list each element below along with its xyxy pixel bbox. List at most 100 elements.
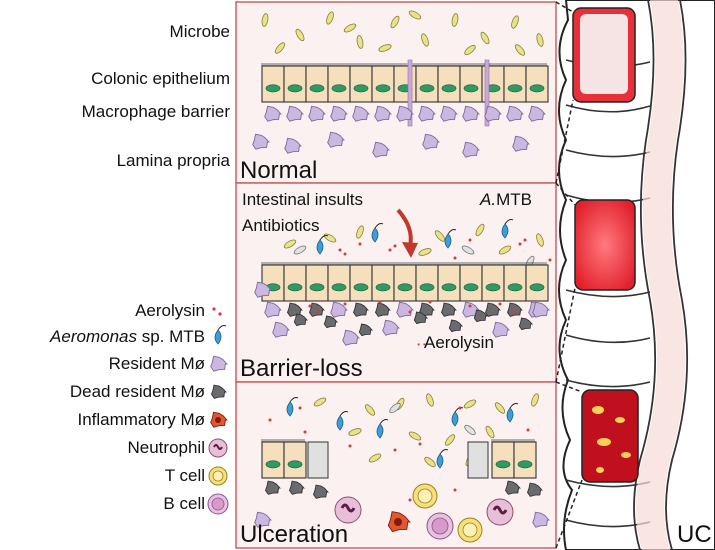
microbe-icon — [514, 44, 526, 56]
barrier-loss-panel-cells — [254, 219, 552, 346]
epithelial-cell — [503, 63, 527, 103]
legend-neutrophil-label: Neutrophil — [127, 438, 206, 457]
epithelial-cell — [305, 262, 329, 302]
epithelial-cell — [481, 262, 505, 302]
resident-macrophage — [252, 133, 270, 150]
lamina-propria-label: Lamina propria — [116, 151, 230, 170]
microbe-label: Microbe — [169, 22, 230, 41]
resident-macrophage — [396, 301, 414, 318]
aerolysin-dot — [393, 244, 397, 248]
dead-macrophage — [418, 302, 435, 317]
microbe-icon — [463, 399, 477, 409]
aeromonas-icon — [444, 229, 457, 249]
microbe-icon — [378, 44, 392, 52]
aerolysin-dot — [343, 252, 347, 256]
dead-macrophage — [288, 480, 305, 495]
neutrophil — [486, 498, 514, 526]
resident-macrophage — [352, 105, 370, 122]
microbe-icon — [480, 31, 490, 45]
aerolysin-dot — [418, 442, 422, 446]
epithelial-cell — [327, 63, 351, 103]
dying-epithelial-cell — [467, 441, 489, 479]
epithelial-cell — [459, 63, 483, 103]
neutrophil — [334, 496, 362, 524]
epithelial-cell — [371, 262, 395, 302]
legend-tcell-label: T cell — [164, 466, 205, 485]
resident-macrophage — [342, 329, 360, 346]
aerolysin-dot — [298, 406, 302, 410]
resident-macrophage — [462, 105, 480, 122]
dead-macrophage — [506, 302, 523, 317]
colon-ulcer-segment — [581, 389, 639, 483]
resident-macrophage — [492, 321, 510, 338]
resident-macrophage — [374, 105, 392, 122]
dead-macrophage — [323, 315, 339, 329]
epithelial-cell — [415, 63, 439, 103]
epithelial-cell — [261, 63, 285, 103]
microbe-icon — [444, 434, 456, 446]
aerolysin-dot — [408, 498, 412, 502]
resident-macrophage — [422, 133, 440, 150]
epithelial-cell — [283, 262, 307, 302]
dead-microbe-icon — [464, 424, 476, 436]
microbe-icon — [531, 393, 539, 407]
colon-barrier-segment — [574, 199, 636, 291]
aerolysin-dot — [343, 302, 347, 306]
microbe-icon — [313, 397, 327, 407]
b-cell — [426, 512, 454, 540]
dead-microbe-icon — [389, 402, 401, 414]
ulceration-panel-cells — [254, 393, 550, 543]
t-cell — [457, 517, 483, 543]
dead-macrophage — [448, 319, 464, 333]
aerolysin-dot — [526, 428, 530, 432]
resident-macrophage — [330, 105, 348, 122]
microbe-icon — [494, 402, 506, 414]
epithelial-cell — [283, 439, 307, 479]
microbe-icon — [536, 233, 544, 247]
legend-resident-label: Resident Mø — [108, 354, 205, 373]
aerolysin-dot — [348, 444, 352, 448]
microbe-icon — [426, 393, 434, 407]
microbe-icon — [418, 248, 432, 256]
dead-microbe-icon — [293, 245, 307, 255]
amtb-label: A.MTB — [480, 190, 532, 209]
dead-macrophage — [504, 480, 521, 495]
epithelial-cell — [513, 439, 537, 479]
resident-macrophage — [484, 105, 502, 122]
resident-macrophage — [418, 105, 436, 122]
normal-panel-cells — [252, 10, 549, 158]
dead-macrophage — [526, 482, 543, 497]
epithelial-cell — [437, 63, 461, 103]
microbe-icon — [434, 230, 446, 242]
b-cell-icon — [207, 493, 229, 515]
aeromonas-icon — [376, 419, 389, 439]
epithelial-cell — [491, 439, 515, 479]
epithelial-cell — [459, 262, 483, 302]
dead-macrophage — [308, 302, 325, 317]
uc-label: UC — [677, 521, 712, 548]
epithelial-cell — [503, 262, 527, 302]
aeromonas-icon — [286, 397, 299, 417]
microbe-icon — [295, 28, 305, 42]
macrophage-barrier-label: Macrophage barrier — [81, 102, 230, 121]
legend-aeromonas-label: Aeromonas sp. MTB — [50, 327, 205, 346]
resident-macrophage — [532, 511, 550, 528]
resident-macrophage — [286, 105, 304, 122]
dead-macrophage — [518, 317, 534, 331]
resident-macrophage — [254, 281, 272, 298]
microbe-icon — [536, 33, 544, 47]
tight-junction — [484, 59, 490, 127]
colonic-epithelium-label: Colonic epithelium — [91, 69, 230, 88]
epithelial-cell — [415, 262, 439, 302]
microbe-icon — [356, 35, 364, 49]
resident-macrophage — [264, 301, 282, 318]
aeromonas-icon — [336, 411, 349, 431]
aerolysin-panel-icon: ⠐⠂ — [412, 338, 432, 353]
microbe-icon — [326, 11, 334, 25]
microbe-icon — [283, 239, 297, 249]
legend-aerolysin-label: Aerolysin — [135, 301, 205, 320]
microbe-icon — [464, 44, 476, 56]
microbe-icon — [390, 15, 400, 29]
resident-macrophage — [330, 301, 348, 318]
colon-illustration — [555, 0, 715, 550]
